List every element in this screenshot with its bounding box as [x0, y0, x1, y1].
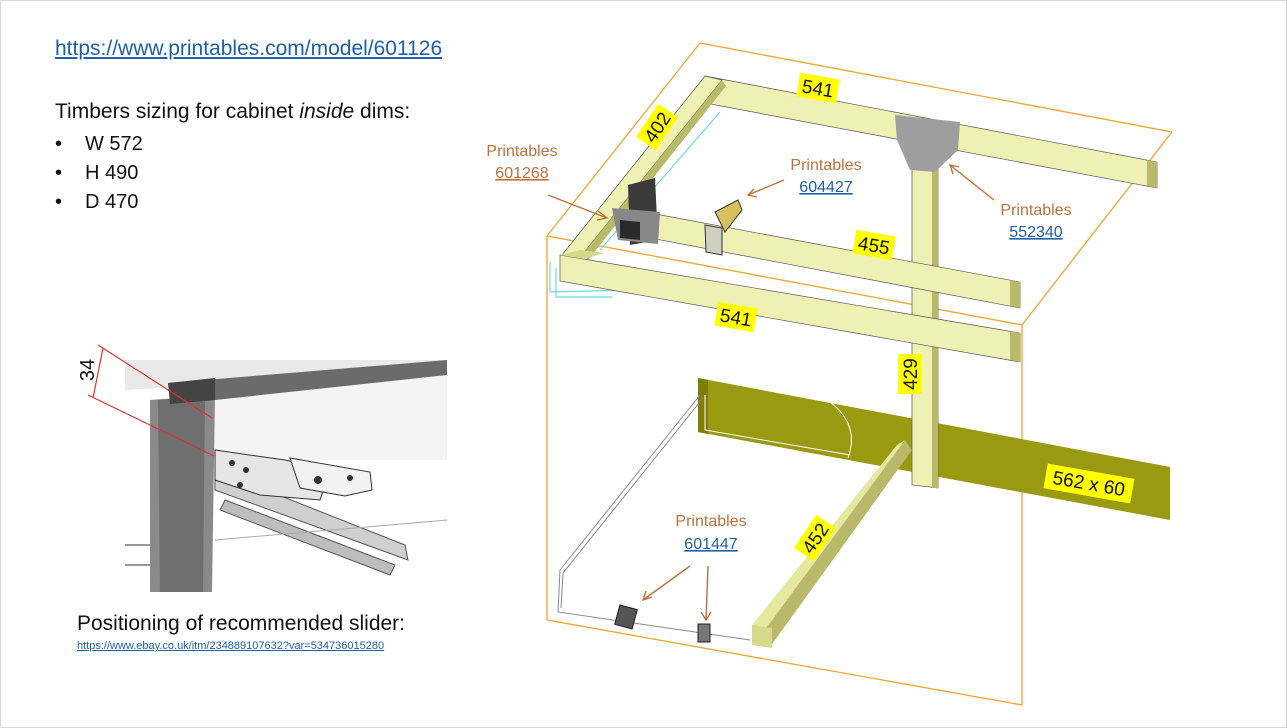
annotation-arrows: [547, 164, 995, 622]
label-front: 541: [718, 305, 753, 331]
front-timber: [559, 250, 1021, 363]
slider-photo: 34: [77, 344, 448, 592]
list-item: •H 490: [55, 162, 139, 184]
bracket-601268: [612, 178, 660, 245]
printables-annotations: Printables 601268 Printables 604427 Prin…: [486, 143, 1071, 553]
slider-ebay-link[interactable]: https://www.ebay.co.uk/itm/234889107632?…: [77, 640, 385, 652]
printables-word-c: Printables: [1000, 202, 1071, 219]
printables-word-a: Printables: [486, 143, 557, 160]
printables-link-604427[interactable]: 604427: [799, 179, 852, 196]
heading-emphasis: inside: [299, 100, 355, 123]
photo-dimension-label: 34: [77, 359, 99, 381]
printables-link-552340[interactable]: 552340: [1009, 224, 1062, 241]
dim-height: H 490: [85, 162, 139, 184]
printables-word-b: Printables: [790, 157, 861, 174]
printables-link-601447[interactable]: 601447: [684, 536, 737, 553]
bracket-552340: [895, 115, 960, 172]
heading-text: Timbers sizing for cabinet: [55, 100, 300, 123]
list-item: •D 470: [55, 191, 139, 213]
printables-model-link[interactable]: https://www.printables.com/model/601126: [55, 37, 443, 60]
cabinet-outline: [546, 42, 1173, 706]
base-timber: [752, 440, 912, 648]
printables-word-d: Printables: [675, 513, 746, 530]
dim-width: W 572: [85, 133, 143, 155]
slider-caption: Positioning of recommended slider:: [77, 612, 406, 635]
printables-link-601268[interactable]: 601268: [495, 165, 548, 182]
label-post: 429: [901, 358, 922, 390]
clip-604427: [704, 199, 743, 256]
drawer-base: [557, 394, 751, 643]
timbers-heading: Timbers sizing for cabinet inside dims:: [55, 100, 410, 124]
dim-depth: D 470: [85, 191, 139, 213]
dimension-list: •W 572 •H 490 •D 470: [55, 130, 143, 217]
list-item: •W 572: [55, 133, 143, 155]
heading-text-end: dims:: [354, 100, 411, 123]
